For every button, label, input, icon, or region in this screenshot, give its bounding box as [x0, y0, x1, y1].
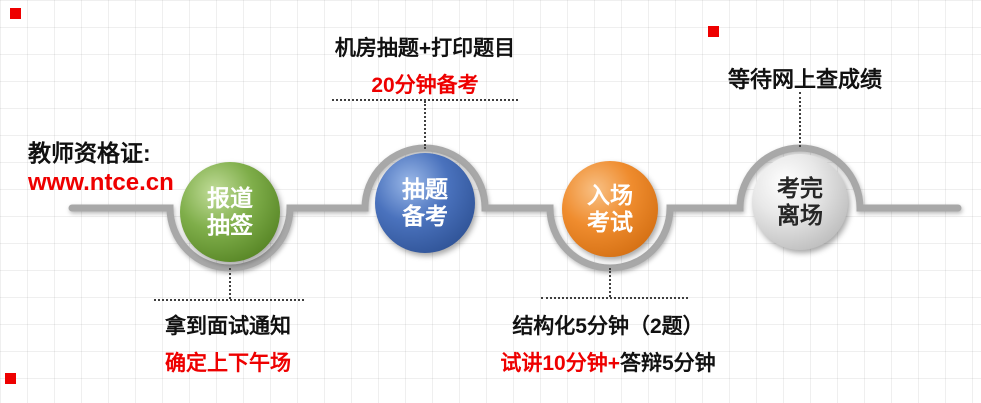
- red-marker-bottom-left: [5, 373, 16, 384]
- connector-below-exam: [609, 268, 611, 297]
- annotation-below-report-line2: 确定上下午场: [165, 352, 291, 375]
- annotation-below-exam-line2-red: 试讲10分钟+: [500, 352, 620, 375]
- site-url: www.ntce.cn: [28, 169, 174, 196]
- node-report-label-line1: 报道: [207, 185, 253, 211]
- annotation-above-prepare-line2: 20分钟备考: [371, 74, 479, 97]
- connector-above-leave: [799, 92, 801, 147]
- annotation-below-report: 拿到面试通知 确定上下午场: [165, 310, 291, 377]
- node-leave-label-line1: 考完: [777, 175, 823, 201]
- annotation-below-report-line1: 拿到面试通知: [165, 315, 291, 338]
- red-marker-above-leave: [708, 26, 719, 37]
- node-prepare-label-line2: 备考: [401, 203, 448, 229]
- dotted-line-above-prepare: [332, 99, 518, 101]
- annotation-below-exam: 结构化5分钟（2题） 试讲10分钟+答辩5分钟: [500, 310, 715, 377]
- dotted-line-below-exam: [541, 297, 688, 299]
- annotation-below-exam-line2: 试讲10分钟+答辩5分钟: [500, 347, 715, 377]
- node-prepare-label-line1: 抽题: [402, 176, 448, 202]
- annotation-above-prepare: 机房抽题+打印题目 20分钟备考: [335, 32, 515, 99]
- node-finish-and-leave: 考完 离场: [752, 154, 848, 250]
- annotation-below-exam-line1: 结构化5分钟（2题）: [512, 315, 704, 338]
- node-exam-circle: [562, 161, 658, 257]
- annotation-above-leave-line1: 等待网上查成绩: [727, 67, 883, 92]
- connector-above-prepare: [424, 101, 426, 149]
- node-exam-label-line1: 入场: [587, 182, 633, 208]
- node-prepare-circle: [375, 153, 475, 253]
- node-report-and-draw-lots: 报道 抽签: [180, 162, 280, 262]
- node-report-circle: [180, 162, 280, 262]
- node-leave-label-line2: 离场: [777, 202, 823, 228]
- connector-below-report: [229, 268, 231, 299]
- node-draw-topic-prepare: 抽题 备考: [375, 153, 475, 253]
- annotation-above-prepare-line1: 机房抽题+打印题目: [334, 37, 516, 60]
- title-block: 教师资格证: www.ntce.cn: [28, 138, 174, 198]
- red-marker-top-left: [10, 8, 21, 19]
- timeline-track: [68, 144, 962, 272]
- node-leave-circle: [752, 154, 848, 250]
- dotted-line-below-report: [154, 299, 304, 301]
- node-enter-take-exam: 入场 考试: [562, 161, 658, 257]
- node-report-label-line2: 抽签: [207, 212, 254, 238]
- annotation-above-leave: 等待网上查成绩: [728, 62, 882, 94]
- site-title: 教师资格证:: [28, 140, 151, 166]
- node-exam-label-line2: 考试: [587, 209, 633, 235]
- annotation-below-exam-line2-black: 答辩5分钟: [619, 352, 716, 375]
